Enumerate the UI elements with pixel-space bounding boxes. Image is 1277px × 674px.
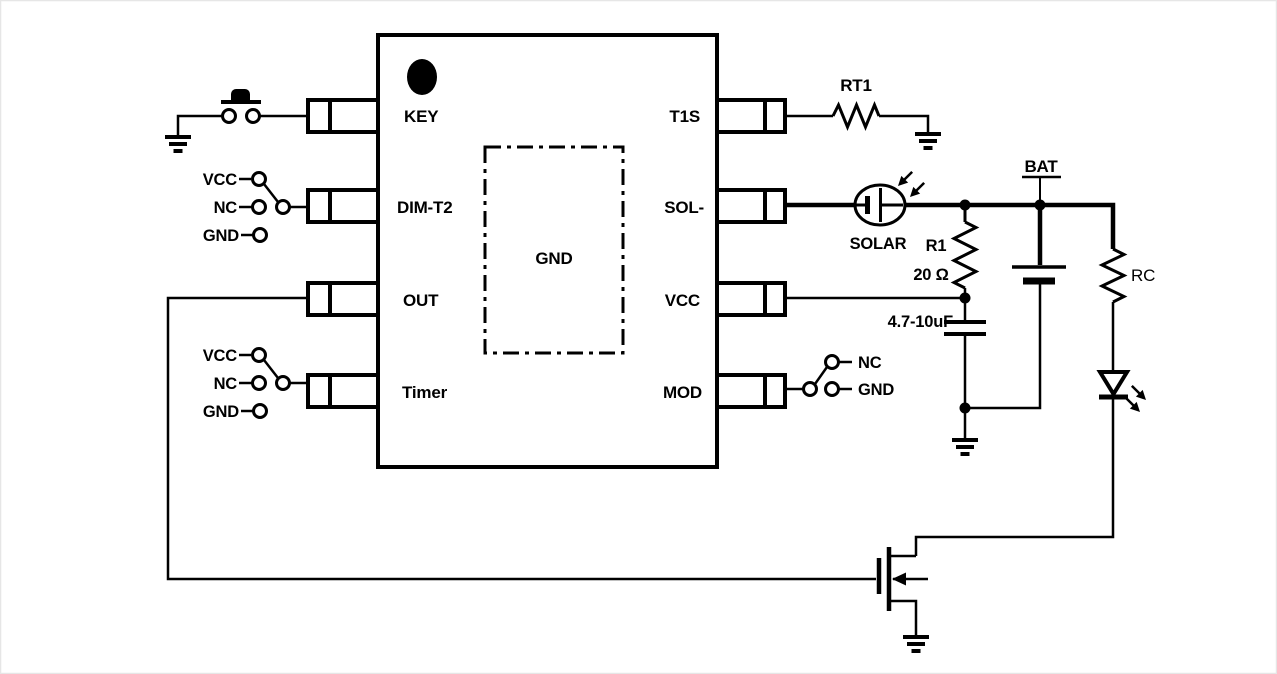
timer-selector-switch: VCC NC GND (203, 347, 308, 421)
battery-label: BAT (1024, 157, 1058, 176)
pin-label-timer: Timer (402, 383, 448, 402)
mod-selector-switch: NC GND (802, 354, 895, 399)
source-lead (889, 599, 918, 637)
light-out-arrow-icon (1127, 381, 1151, 405)
ic-body (376, 33, 719, 469)
wire-out-to-gate (166, 296, 876, 581)
pin1-dot (407, 59, 437, 95)
r1-value: 20 Ω (913, 266, 948, 284)
thermal-pad-label: GND (535, 249, 572, 268)
capacitor: 4.7-10uF (888, 313, 986, 336)
option-label-nc: NC (214, 375, 238, 393)
pin-box (715, 281, 787, 317)
resistor-zigzag (950, 220, 980, 290)
option-label-nc: NC (858, 354, 882, 372)
light-in-arrow-icon (893, 167, 917, 191)
switch-contact (251, 171, 267, 187)
thermal-pad-outline (483, 145, 625, 355)
pin-box (715, 373, 787, 409)
resistor-zigzag (1098, 247, 1128, 304)
switch-common-contact (275, 375, 291, 391)
option-label-nc: NC (214, 199, 238, 217)
switch-common-contact (275, 199, 291, 215)
led-triangle (1096, 370, 1131, 398)
switch-contact (251, 199, 267, 215)
battery: BAT (1012, 157, 1066, 285)
pin-timer: Timer (306, 373, 448, 409)
resistor-r1: R1 20 Ω (913, 205, 980, 298)
pin-label-vcc: VCC (665, 291, 700, 310)
button-contact (245, 108, 261, 124)
dim-t2-selector-switch: VCC NC GND (203, 171, 308, 245)
switch-contact (251, 347, 267, 363)
switch-arm (263, 183, 279, 203)
pin-box (306, 98, 380, 134)
switch-arm (263, 359, 279, 379)
wire-led-to-drain (914, 399, 1115, 556)
solar-cell: SOLAR (850, 167, 929, 253)
switch-contact (252, 403, 268, 419)
ground-symbol (163, 135, 193, 153)
button-contact (221, 108, 237, 124)
option-label-gnd: GND (858, 381, 894, 399)
option-label-gnd: GND (203, 403, 239, 421)
ground-symbol (950, 438, 980, 456)
switch-common-contact (802, 381, 818, 397)
pin-label-dim-t2: DIM-T2 (397, 198, 452, 217)
pin-mod: MOD (663, 373, 787, 409)
switch-contact (251, 375, 267, 391)
resistor-zigzag (831, 101, 881, 131)
pin-label-t1s: T1S (669, 107, 700, 126)
mosfet (876, 547, 928, 637)
pin-label-out: OUT (403, 291, 439, 310)
pin-key: KEY (306, 98, 439, 134)
pin-box (306, 281, 380, 317)
solar-label: SOLAR (850, 235, 907, 253)
pin-box (306, 373, 380, 409)
ground-symbol (901, 635, 931, 653)
resistor-rt1: RT1 (831, 76, 881, 131)
push-button-switch (221, 89, 261, 124)
pin-box (306, 188, 380, 224)
pin-box (715, 188, 787, 224)
light-in-arrow-icon (905, 178, 929, 202)
pin-label-key: KEY (404, 107, 439, 126)
option-label-gnd: GND (203, 227, 239, 245)
resistor-rc: RC (1098, 247, 1155, 372)
switch-contact (824, 354, 840, 370)
pin-t1s: T1S (669, 98, 787, 134)
option-label-vcc: VCC (203, 347, 238, 365)
cap-value: 4.7-10uF (888, 313, 953, 331)
wire-solar-bus (904, 202, 1116, 249)
pin-sol: SOL- (664, 188, 787, 224)
ground-symbol (913, 132, 943, 150)
switch-contact (252, 227, 268, 243)
wire-button-to-ground (176, 114, 222, 137)
ic-chip: GND (376, 33, 719, 469)
rt1-label: RT1 (840, 76, 872, 95)
wire-node-to-battery (965, 283, 1042, 410)
button-cap-icon (231, 89, 250, 100)
led (1096, 370, 1151, 417)
switch-contact (824, 381, 840, 397)
switch-arm (813, 366, 829, 385)
pin-vcc: VCC (665, 281, 787, 317)
junction-dot (1034, 199, 1046, 211)
wire-rt1-to-ground (879, 114, 930, 134)
pin-dim-t2: DIM-T2 (306, 188, 453, 224)
junction-dot (959, 402, 971, 414)
pin-label-sol: SOL- (664, 198, 704, 217)
wires (166, 114, 1116, 581)
pin-label-mod: MOD (663, 383, 702, 402)
r1-label: R1 (926, 237, 947, 255)
pin-out: OUT (306, 281, 439, 317)
pin-box (715, 98, 787, 134)
option-label-vcc: VCC (203, 171, 238, 189)
body-arrow-icon (892, 572, 906, 586)
rc-label: RC (1131, 266, 1155, 285)
